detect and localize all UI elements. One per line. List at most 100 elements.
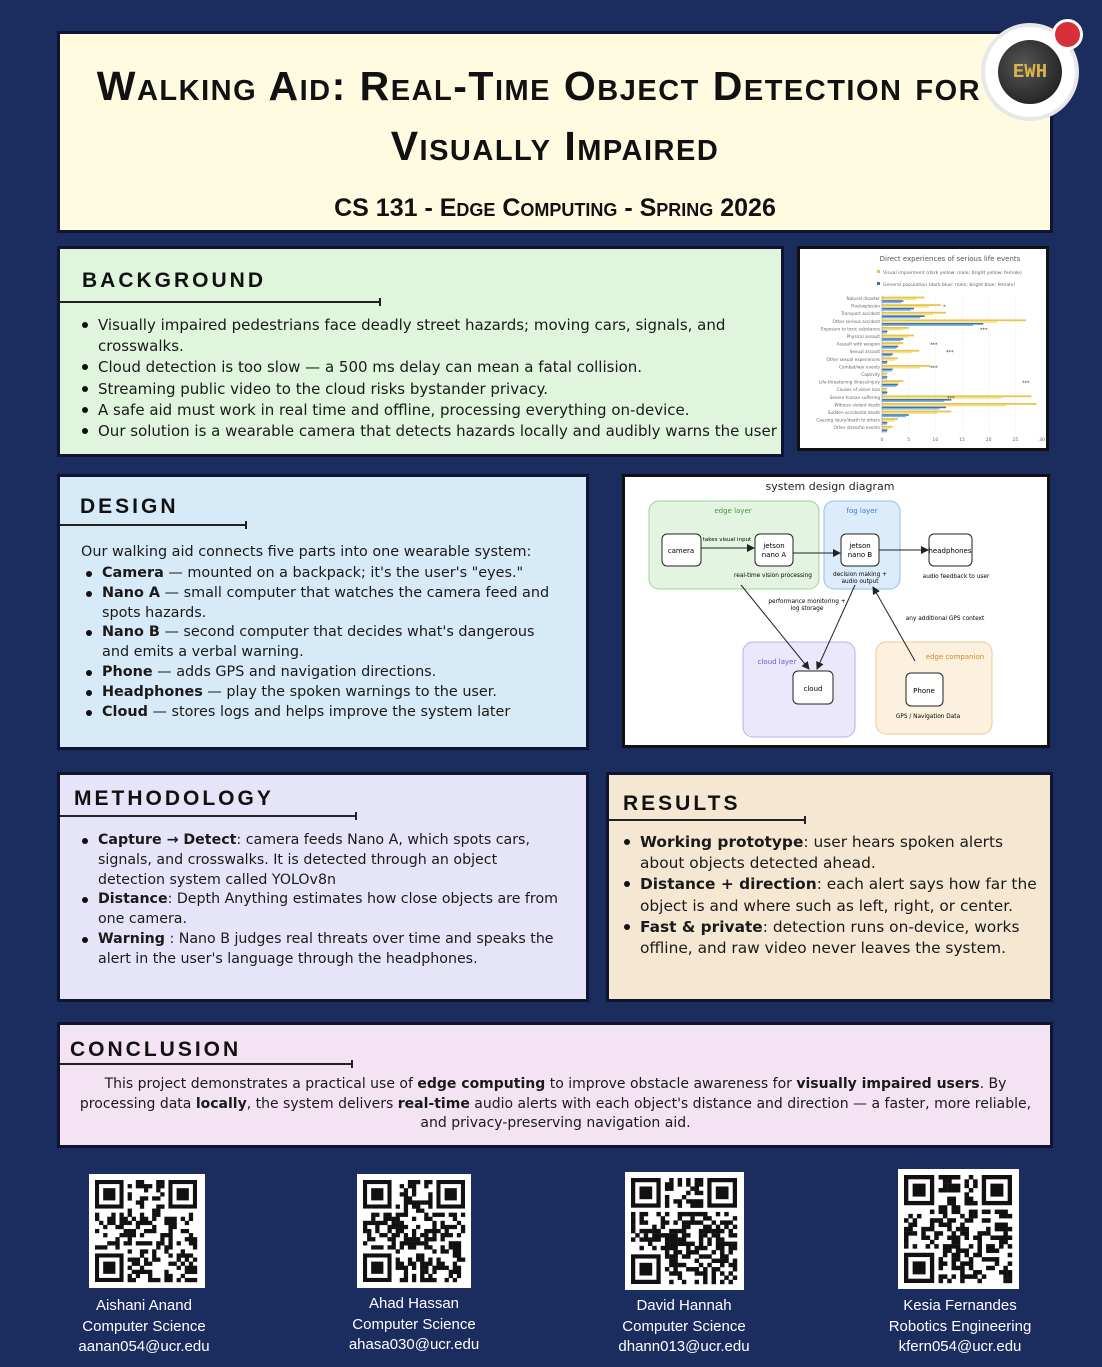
qr-module xyxy=(1003,1278,1008,1284)
qr-module xyxy=(720,1228,725,1234)
qr-module xyxy=(947,1218,952,1223)
qr-module xyxy=(904,1231,909,1236)
qr-module xyxy=(176,1277,181,1283)
list-item: Camera — mounted on a backpack; it's the… xyxy=(84,564,554,584)
qr-module xyxy=(912,1231,918,1236)
qr-module xyxy=(694,1220,700,1225)
qr-module xyxy=(115,1245,120,1250)
qr-module xyxy=(456,1265,462,1270)
qr-module xyxy=(938,1205,944,1210)
qr-module xyxy=(707,1224,712,1230)
qr-module xyxy=(964,1261,969,1266)
qr-module xyxy=(681,1279,687,1285)
qr-module xyxy=(395,1249,400,1254)
qr-code-kesia[interactable] xyxy=(898,1169,1019,1289)
qr-code-david[interactable] xyxy=(625,1172,744,1290)
qr-module xyxy=(436,1212,441,1217)
qr-module xyxy=(964,1218,969,1223)
qr-module xyxy=(904,1218,909,1223)
qr-module xyxy=(938,1278,944,1284)
qr-module xyxy=(929,1222,935,1228)
qr-module xyxy=(1007,1235,1013,1240)
bar-visual-impairment xyxy=(882,342,904,344)
qr-module xyxy=(947,1179,952,1184)
bar-general-population xyxy=(882,393,887,395)
qr-module xyxy=(103,1245,108,1250)
qr-module xyxy=(164,1233,169,1238)
bar-visual-impairment xyxy=(882,412,938,415)
qr-module xyxy=(664,1254,670,1259)
qr-module xyxy=(172,1261,177,1266)
qr-module xyxy=(994,1209,1000,1215)
decision-label: decision making + xyxy=(833,572,887,578)
qr-module xyxy=(664,1267,670,1272)
qr-module xyxy=(424,1269,429,1275)
qr-module xyxy=(432,1265,437,1270)
qr-module xyxy=(387,1212,392,1217)
email-link[interactable]: kfern054@ucr.edu xyxy=(898,1338,1022,1355)
qr-module xyxy=(664,1245,670,1251)
qr-module xyxy=(720,1245,725,1251)
qr-module xyxy=(127,1265,132,1270)
qr-module xyxy=(990,1265,995,1271)
qr-module xyxy=(664,1237,670,1242)
qr-module xyxy=(156,1184,161,1189)
qr-module xyxy=(139,1204,145,1209)
bar-general-population xyxy=(882,377,887,380)
qr-module xyxy=(947,1222,952,1228)
qr-module xyxy=(107,1216,112,1221)
qr-module xyxy=(690,1216,695,1221)
qr-code-ahad[interactable] xyxy=(357,1174,471,1288)
email-link[interactable]: dhann013@ucr.edu xyxy=(618,1338,750,1355)
bar-visual-impairment xyxy=(882,418,898,420)
qr-module xyxy=(968,1200,974,1206)
qr-module xyxy=(436,1261,441,1266)
qr-module xyxy=(686,1199,691,1204)
qr-module xyxy=(95,1216,100,1221)
qr-module xyxy=(411,1216,417,1221)
qr-module xyxy=(681,1241,687,1247)
qr-module xyxy=(172,1216,177,1221)
qr-module xyxy=(428,1277,433,1283)
cloud-node xyxy=(792,670,834,705)
category-label: Fire/explosion xyxy=(851,304,880,309)
qr-module xyxy=(456,1253,462,1258)
qr-module xyxy=(111,1241,116,1246)
qr-module xyxy=(375,1212,380,1217)
bar-visual-impairment xyxy=(882,336,908,339)
qr-module xyxy=(690,1211,695,1217)
qr-module xyxy=(127,1237,132,1242)
qr-module xyxy=(639,1186,653,1200)
qr-module xyxy=(395,1233,400,1238)
email-link[interactable]: aanan054@ucr.edu xyxy=(78,1338,210,1355)
qr-module xyxy=(164,1277,169,1283)
qr-module xyxy=(664,1220,670,1225)
qr-module xyxy=(681,1228,687,1234)
qr-module xyxy=(428,1204,433,1209)
qr-module xyxy=(160,1184,165,1189)
qr-module xyxy=(387,1216,392,1221)
bar-visual-impairment xyxy=(882,328,904,331)
qr-module xyxy=(416,1241,421,1246)
qr-module xyxy=(669,1279,674,1285)
qr-module xyxy=(942,1213,948,1219)
realtime-processing-label: real-time vision processing xyxy=(734,573,812,579)
qr-module xyxy=(938,1218,944,1223)
qr-module xyxy=(673,1237,678,1242)
qr-module xyxy=(951,1261,957,1266)
qr-module xyxy=(938,1261,944,1266)
qr-module xyxy=(139,1216,145,1221)
qr-module xyxy=(403,1196,409,1201)
qr-module xyxy=(973,1235,978,1240)
category-label: Sexual assault xyxy=(850,349,881,354)
qr-module xyxy=(999,1270,1004,1275)
qr-module xyxy=(123,1216,128,1221)
qr-module xyxy=(981,1257,987,1262)
qr-module xyxy=(379,1233,384,1238)
email-link[interactable]: ahasa030@ucr.edu xyxy=(348,1336,480,1353)
qr-code-aishani[interactable] xyxy=(89,1174,205,1288)
qr-module xyxy=(698,1182,704,1187)
qr-module xyxy=(635,1233,640,1238)
qr-module xyxy=(703,1267,708,1272)
qr-module xyxy=(986,1209,991,1215)
